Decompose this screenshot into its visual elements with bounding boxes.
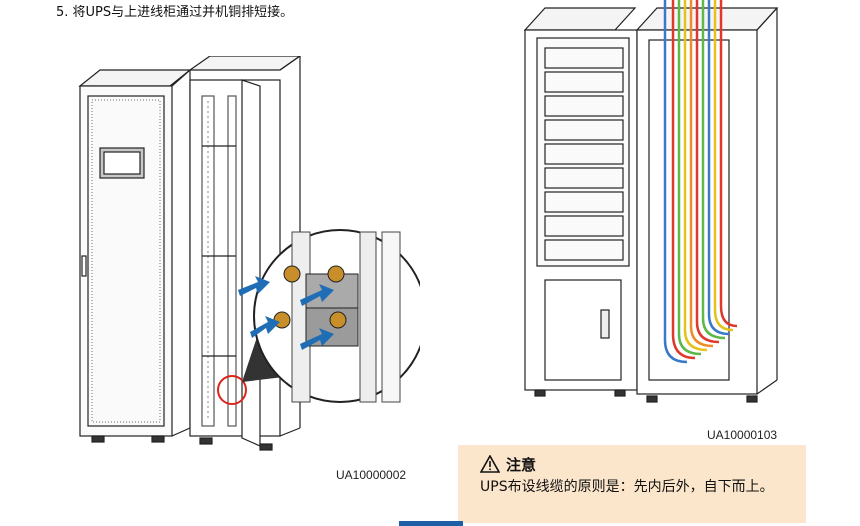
cabling-cabinet-illustration: [523, 0, 779, 403]
arrow-2: [300, 284, 334, 306]
arrow-4: [300, 328, 334, 350]
callout-circle: [217, 375, 247, 405]
copper-bar-detail: [238, 229, 420, 403]
arrow-1: [238, 276, 270, 296]
note-body: UPS布设线缆的原则是：先内后外，自下而上。: [480, 479, 774, 495]
page-tab-marker: [399, 521, 463, 526]
ups-cabinet-illustration: [78, 56, 420, 451]
caution-note: 注意 UPS布设线缆的原则是：先内后外，自下而上。: [458, 445, 806, 523]
figure-1-id: UA10000002: [336, 468, 407, 482]
warning-triangle-icon: [480, 455, 500, 473]
figure-2-id: UA10000103: [707, 428, 778, 442]
note-title: 注意: [506, 455, 537, 474]
arrow-3: [250, 316, 280, 338]
step-instruction: 5. 将UPS与上进线柜通过并机铜排短接。: [56, 5, 294, 20]
